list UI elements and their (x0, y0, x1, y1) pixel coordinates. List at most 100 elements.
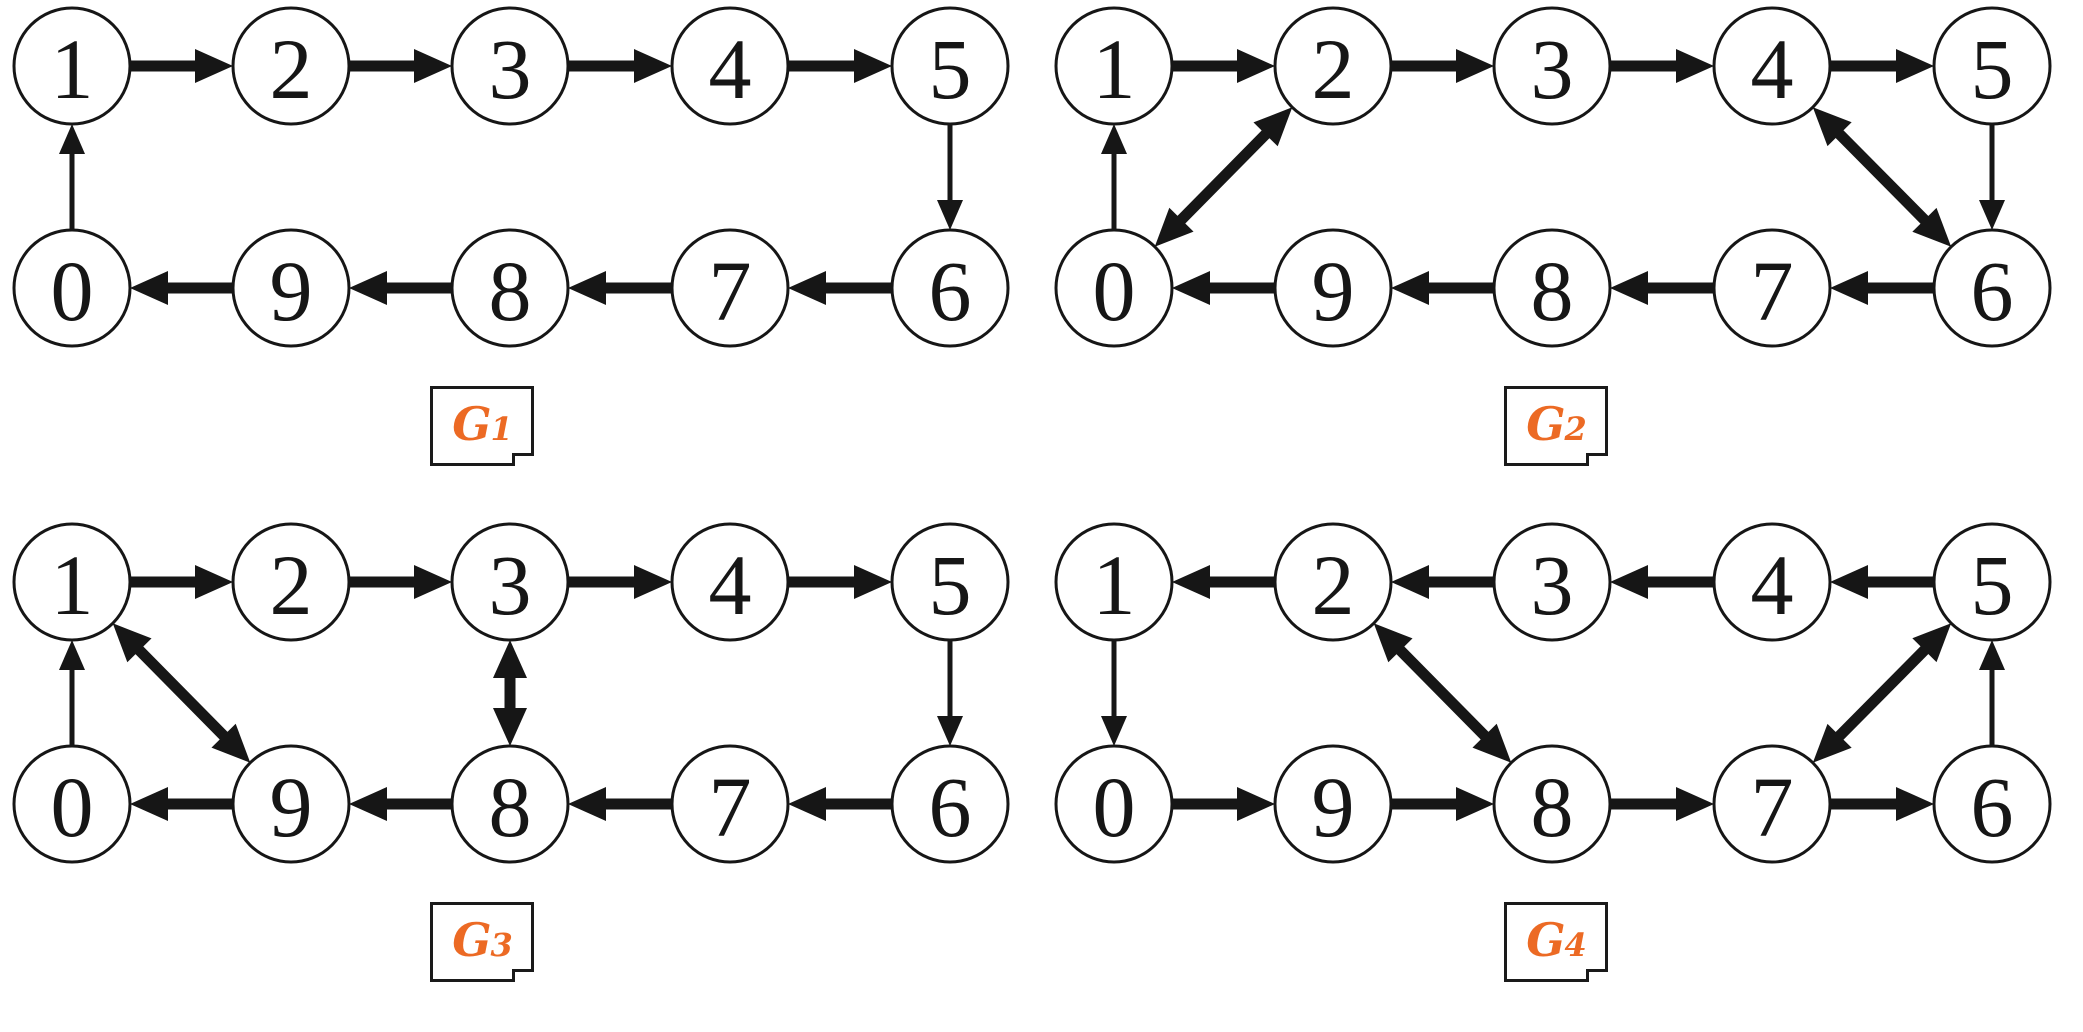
graph-node-3[interactable]: 3 (450, 522, 570, 642)
edge-1-to-2 (130, 49, 233, 83)
arrowhead (568, 787, 606, 821)
arrowhead (1610, 271, 1648, 305)
edge-2-to-3 (349, 49, 452, 83)
graph-node-1[interactable]: 1 (1054, 522, 1174, 642)
arrowhead (1979, 200, 2005, 230)
graph-node-4[interactable]: 4 (1712, 6, 1832, 126)
graph-node-5[interactable]: 5 (1932, 522, 2052, 642)
arrowhead-reverse (1912, 623, 1952, 663)
arrowhead (195, 565, 233, 599)
graph-node-9[interactable]: 9 (1273, 744, 1393, 864)
graph-node-5[interactable]: 5 (1932, 6, 2052, 126)
graph-node-0[interactable]: 0 (12, 744, 132, 864)
node-circle (1492, 522, 1612, 642)
graph-node-6[interactable]: 6 (1932, 228, 2052, 348)
edge-layer (59, 565, 963, 821)
graph-node-2[interactable]: 2 (231, 522, 351, 642)
graph-node-6[interactable]: 6 (890, 744, 1010, 864)
graph-node-6[interactable]: 6 (1932, 744, 2052, 864)
node-label: 7 (1751, 243, 1794, 339)
graph-node-9[interactable]: 9 (231, 228, 351, 348)
node-label: 0 (51, 759, 94, 855)
graph-node-5[interactable]: 5 (890, 522, 1010, 642)
node-circle (890, 228, 1010, 348)
graph-caption-subscript: 4 (1564, 926, 1587, 964)
graph-node-8[interactable]: 8 (1492, 744, 1612, 864)
graph-caption-g3: G3 (430, 902, 534, 982)
edge-3-to-4 (568, 565, 672, 599)
graph-node-1[interactable]: 1 (1054, 6, 1174, 126)
graph-node-9[interactable]: 9 (231, 744, 351, 864)
node-label: 3 (1531, 537, 1574, 633)
graph-node-7[interactable]: 7 (670, 744, 790, 864)
graph-node-8[interactable]: 8 (450, 744, 570, 864)
graph-node-1[interactable]: 1 (12, 522, 132, 642)
graph-node-1[interactable]: 1 (12, 6, 132, 126)
graph-caption-label: G3 (452, 917, 513, 963)
arrowhead (1830, 565, 1868, 599)
graph-caption-g2: G2 (1504, 386, 1608, 466)
edge-8-to-3 (493, 640, 527, 746)
arrowhead (634, 565, 672, 599)
node-circle (1712, 522, 1832, 642)
node-circle (12, 6, 132, 126)
graph-node-2[interactable]: 2 (1273, 6, 1393, 126)
graph-node-4[interactable]: 4 (670, 6, 790, 126)
arrowhead (1172, 271, 1210, 305)
node-label: 7 (709, 759, 752, 855)
node-label: 6 (929, 243, 972, 339)
graph-caption-g1: G1 (430, 386, 534, 466)
node-circle (1932, 744, 2052, 864)
node-circle (1054, 744, 1174, 864)
arrowhead (493, 640, 527, 678)
graph-node-2[interactable]: 2 (1273, 522, 1393, 642)
node-circle (1712, 228, 1832, 348)
edge-8-to-7 (1610, 787, 1714, 821)
node-circle (1273, 228, 1393, 348)
graph-node-3[interactable]: 3 (1492, 522, 1612, 642)
node-circle (670, 744, 790, 864)
graph-node-4[interactable]: 4 (1712, 522, 1832, 642)
node-label: 9 (1312, 243, 1355, 339)
arrowhead (59, 640, 85, 670)
graph-node-0[interactable]: 0 (1054, 744, 1174, 864)
node-label: 5 (929, 21, 972, 117)
node-label: 2 (270, 21, 313, 117)
edge-0-to-1 (59, 640, 85, 746)
graph-node-9[interactable]: 9 (1273, 228, 1393, 348)
graph-node-3[interactable]: 3 (450, 6, 570, 126)
graph-node-3[interactable]: 3 (1492, 6, 1612, 126)
node-label: 9 (270, 759, 313, 855)
graph-node-7[interactable]: 7 (1712, 744, 1832, 864)
graph-node-0[interactable]: 0 (12, 228, 132, 348)
node-circle (890, 744, 1010, 864)
edge-6-to-7 (788, 787, 892, 821)
node-label: 2 (270, 537, 313, 633)
graph-node-8[interactable]: 8 (1492, 228, 1612, 348)
edge-1-to-2 (130, 565, 233, 599)
node-label: 9 (270, 243, 313, 339)
graph-node-8[interactable]: 8 (450, 228, 570, 348)
graph-caption-letter: G (452, 397, 491, 451)
arrowhead (1472, 723, 1512, 763)
edge-layer (1101, 49, 2005, 305)
edge-7-to-8 (568, 271, 672, 305)
graph-node-4[interactable]: 4 (670, 522, 790, 642)
arrowhead (854, 565, 892, 599)
graph-node-5[interactable]: 5 (890, 6, 1010, 126)
graph-node-7[interactable]: 7 (1712, 228, 1832, 348)
graph-caption-letter: G (452, 913, 491, 967)
edge-8-to-9 (1391, 271, 1494, 305)
node-circle (890, 6, 1010, 126)
edge-4-to-5 (1830, 49, 1934, 83)
graph-node-7[interactable]: 7 (670, 228, 790, 348)
graph-node-0[interactable]: 0 (1054, 228, 1174, 348)
node-label: 3 (1531, 21, 1574, 117)
arrowhead (1896, 49, 1934, 83)
node-circle (231, 522, 351, 642)
graph-node-2[interactable]: 2 (231, 6, 351, 126)
graph-node-6[interactable]: 6 (890, 228, 1010, 348)
